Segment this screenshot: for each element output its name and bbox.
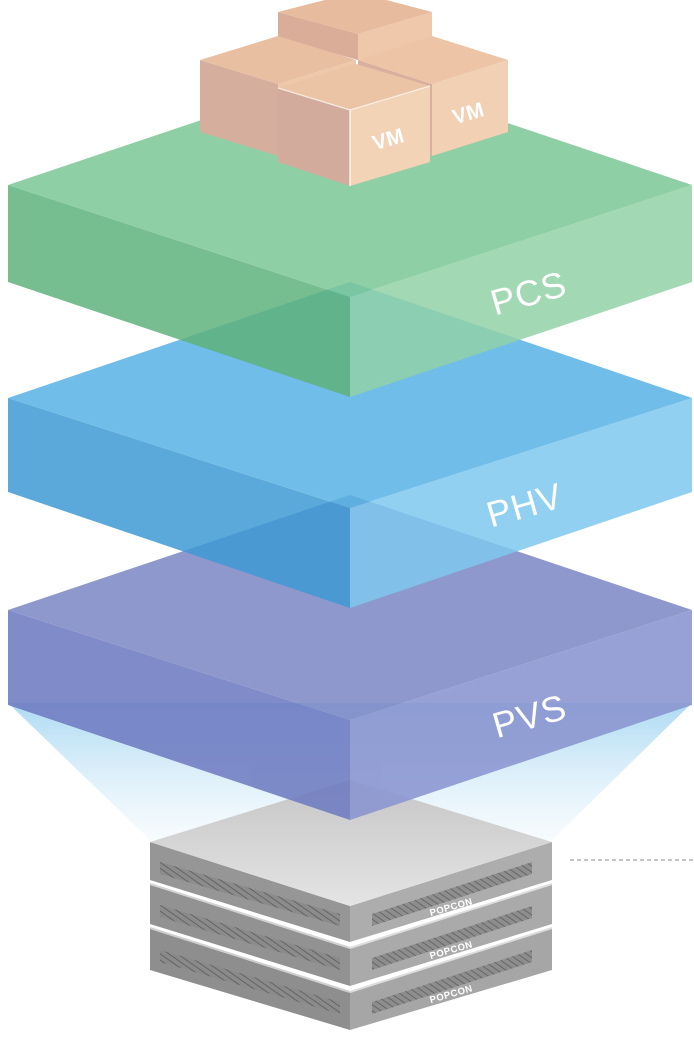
phv-right-face [350, 398, 692, 608]
server-stack: POPCON POPCON POPCON [149, 780, 553, 1030]
server-top-face [150, 780, 552, 906]
pvs-right-face [350, 610, 692, 820]
vm-cube-front: VM [277, 64, 431, 186]
server-unit-2: POPCON [149, 883, 553, 986]
pvs-left-face [8, 610, 350, 820]
server-unit-1: POPCON [150, 780, 552, 942]
vm-cluster: VM VM [200, 0, 508, 186]
pcs-left-face [8, 185, 350, 397]
server-unit-3: POPCON [149, 927, 553, 1030]
vm-cube-back [278, 0, 432, 60]
pcs-right-face [350, 185, 692, 397]
phv-left-face [8, 398, 350, 608]
